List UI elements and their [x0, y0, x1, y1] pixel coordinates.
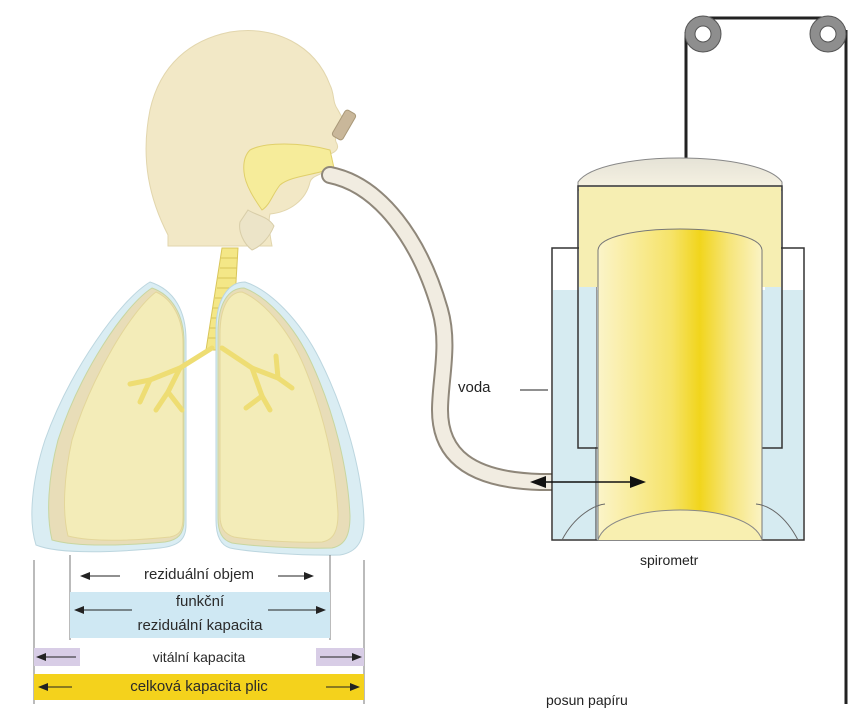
right-lung [216, 282, 364, 555]
water-label: voda [458, 379, 491, 396]
frc-label-line1: funkční [132, 593, 268, 610]
total-capacity-label: celková kapacita plic [72, 678, 326, 695]
spirometer [520, 16, 846, 704]
residual-volume-label: reziduální objem [120, 566, 278, 583]
spirometer-label: spirometr [640, 552, 698, 568]
vital-capacity-label: vitální kapacita [110, 649, 288, 665]
paper-feed-label: posun papíru [546, 692, 628, 708]
pulley-right-icon [810, 16, 846, 52]
frc-label-line2: reziduální kapacita [100, 617, 300, 634]
pulley-left-icon [685, 16, 721, 52]
left-lung [32, 282, 186, 552]
